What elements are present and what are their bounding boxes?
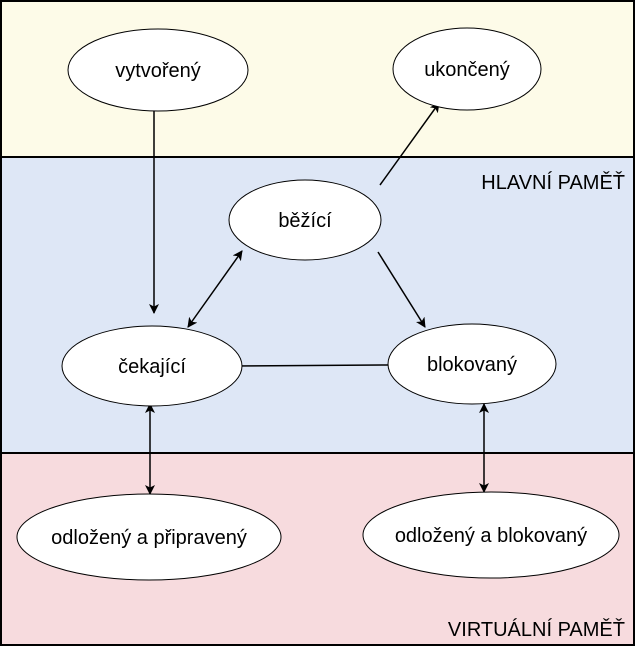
main-memory-label: HLAVNÍ PAMĚŤ [481, 171, 625, 194]
edge-blocked-to-waiting [231, 360, 389, 371]
node-suspended-blocked-label: odložený a blokovaný [395, 525, 587, 547]
node-terminated-label: ukončený [424, 59, 510, 81]
node-suspended-blocked: odložený a blokovaný [362, 491, 620, 579]
virtual-memory-label: VIRTUÁLNÍ PAMĚŤ [448, 618, 625, 641]
node-blocked-label: blokovaný [427, 354, 517, 376]
node-running-label: běžící [278, 210, 332, 232]
edge-running-to-blocked [377, 251, 426, 328]
node-suspended-ready: odložený a připravený [16, 493, 282, 581]
node-waiting-label: čekající [118, 356, 186, 378]
node-created-label: vytvořený [115, 60, 201, 82]
node-created: vytvořený [67, 28, 249, 112]
edge-running-waiting-bidirectional [187, 250, 243, 328]
node-suspended-ready-label: odložený a připravený [51, 527, 247, 549]
node-running: běžící [228, 179, 382, 261]
node-waiting: čekající [61, 325, 243, 407]
edges [145, 102, 489, 495]
node-terminated: ukončený [392, 27, 542, 111]
node-blocked: blokovaný [387, 323, 557, 405]
edge-running-to-terminated [379, 102, 440, 186]
